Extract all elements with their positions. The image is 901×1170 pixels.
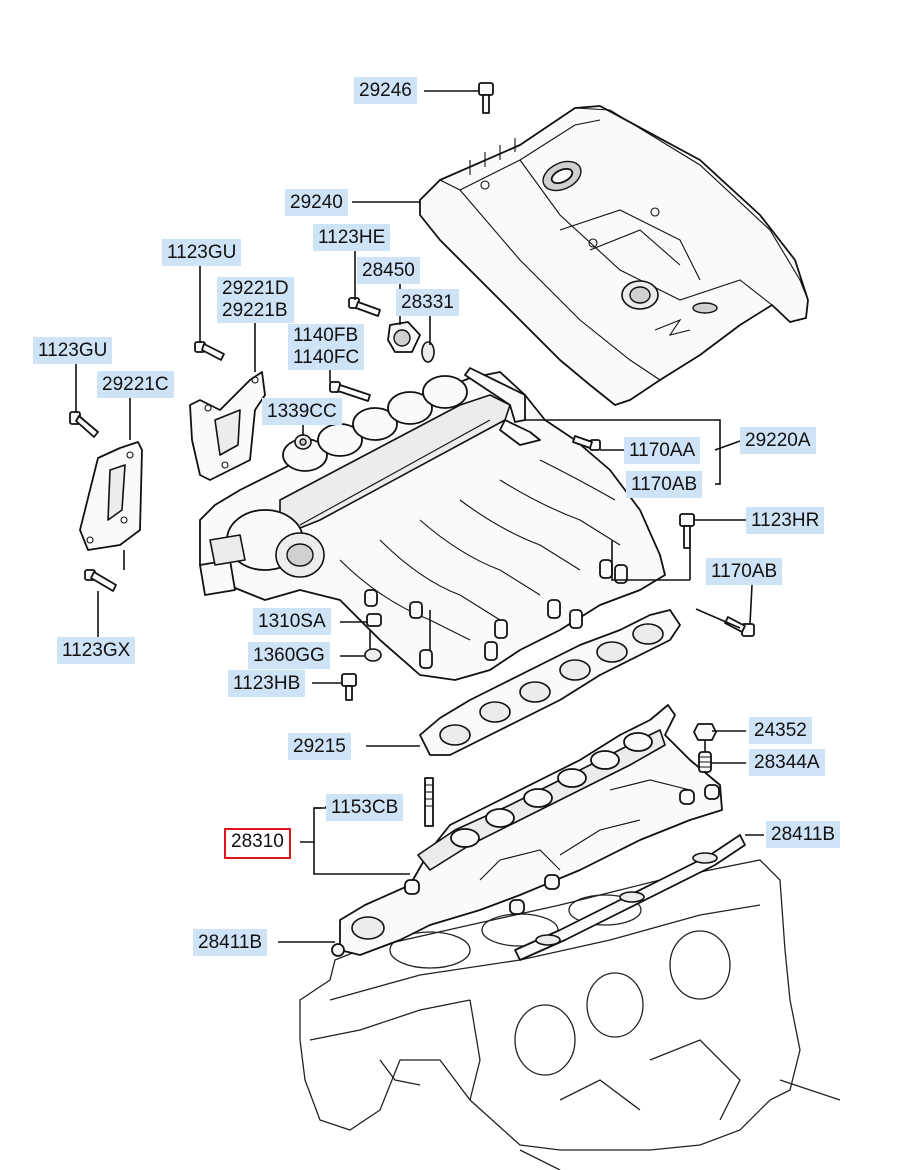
part-label-1140fb-1140fc[interactable]: 1140FB 1140FC [288,324,365,370]
part-label-1339cc[interactable]: 1339CC [262,398,342,425]
part-label-29221b[interactable]: 29221B [222,300,288,321]
part-label-29215[interactable]: 29215 [288,733,351,760]
part-label-1123hb[interactable]: 1123HB [228,670,306,697]
part-label-1153cb[interactable]: 1153CB [326,794,404,821]
brackets-drawing [79,371,266,551]
part-label-28411b-left[interactable]: 28411B [193,929,268,956]
part-label-28310-selected[interactable]: 28310 [224,828,291,859]
part-label-1310sa[interactable]: 1310SA [253,608,331,635]
part-label-28344a[interactable]: 28344A [749,749,825,776]
part-label-29240[interactable]: 29240 [285,189,348,216]
part-label-29221d[interactable]: 29221D [222,278,289,299]
part-label-28331[interactable]: 28331 [396,289,459,316]
part-label-28450[interactable]: 28450 [357,257,420,284]
engine-cover-drawing [419,105,809,406]
lower-manifold-drawing [331,704,723,957]
part-label-24352[interactable]: 24352 [749,717,812,744]
part-label-1170ab-upper[interactable]: 1170AB [626,471,703,498]
part-label-29220a[interactable]: 29220A [740,427,816,454]
part-label-1170aa[interactable]: 1170AA [624,437,701,464]
part-label-1360gg[interactable]: 1360GG [248,642,330,669]
part-label-1123gu-left[interactable]: 1123GU [33,337,113,364]
leader-lines [75,90,764,943]
engine-block-drawing [299,859,841,1170]
part-label-1170ab-lower[interactable]: 1170AB [706,558,783,585]
part-label-29221c[interactable]: 29221C [97,371,174,398]
gasket-28411b-drawing [514,834,746,961]
part-label-1140fb[interactable]: 1140FB [293,325,359,346]
part-label-29221d-29221b[interactable]: 29221D 29221B [217,277,294,323]
part-label-1123gu-upper[interactable]: 1123GU [162,239,242,266]
part-label-1123hr[interactable]: 1123HR [746,507,825,534]
part-label-1123he[interactable]: 1123HE [313,224,391,251]
gasket-29215-drawing [419,609,681,756]
intake-manifold-drawing [199,367,666,681]
part-label-1123gx[interactable]: 1123GX [57,637,136,664]
part-label-28411b-right[interactable]: 28411B [766,821,841,848]
part-label-29246[interactable]: 29246 [354,77,417,104]
fasteners-drawing [69,82,755,827]
part-label-1140fc[interactable]: 1140FC [293,347,360,368]
